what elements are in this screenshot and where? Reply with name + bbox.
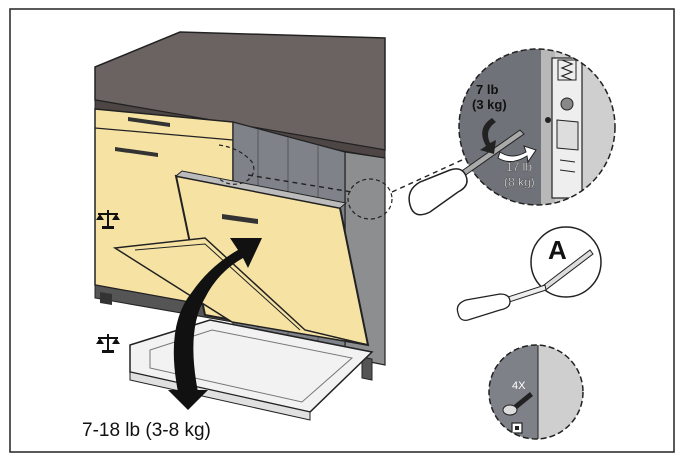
lower-weight-kg: (8 kg) [504, 175, 535, 189]
door-flap-inner [134, 243, 301, 331]
drawer-handle-lower [115, 147, 158, 157]
adjustment-screw [560, 97, 574, 111]
left-leg [100, 292, 112, 305]
door-flap-outer [112, 237, 369, 346]
appliance-right-leg [361, 356, 373, 381]
detail-leader-line [391, 159, 463, 193]
right-hinge-callout [347, 178, 393, 220]
counter-top [94, 31, 386, 151]
lower-weight-lb: 17 lb [506, 160, 532, 174]
screw-detail: 4X [488, 344, 584, 440]
left-hinge-callout [217, 144, 255, 185]
screw-detail-border [488, 344, 584, 440]
rotate-cw-icon [497, 145, 537, 164]
cabinet-assembly: 7-18 lb (3-8 kg) [82, 31, 463, 441]
screwdriver-handle [408, 168, 468, 216]
screw-head [502, 404, 518, 416]
tool-detail: A [456, 226, 602, 321]
tool-handle [456, 293, 511, 321]
drawer-separator [94, 127, 234, 141]
base-platform-inner [149, 329, 354, 403]
lower-arrow-head [168, 390, 208, 410]
spring-coil [560, 59, 574, 81]
upper-weight-kg: (3 kg) [472, 97, 507, 112]
drawer-handle-upper [128, 117, 170, 127]
balance-scale-icon [96, 210, 120, 229]
door-panel-top-edge [174, 170, 348, 209]
tool-label: A [548, 235, 567, 265]
spring-detail-border [458, 48, 616, 206]
upper-weight-lb: 7 lb [476, 82, 498, 97]
lift-arrow-icon [173, 238, 262, 392]
screw-icon [514, 392, 533, 409]
base-platform-edge [129, 371, 311, 421]
rotate-ccw-icon [480, 118, 496, 154]
counterweight-label: 7-18 lb (3-8 kg) [82, 420, 211, 441]
screw-count-label: 4X [512, 380, 526, 392]
balance-scale-icon [96, 334, 120, 353]
door-handle [222, 214, 258, 224]
tool-detail-border [530, 226, 602, 298]
